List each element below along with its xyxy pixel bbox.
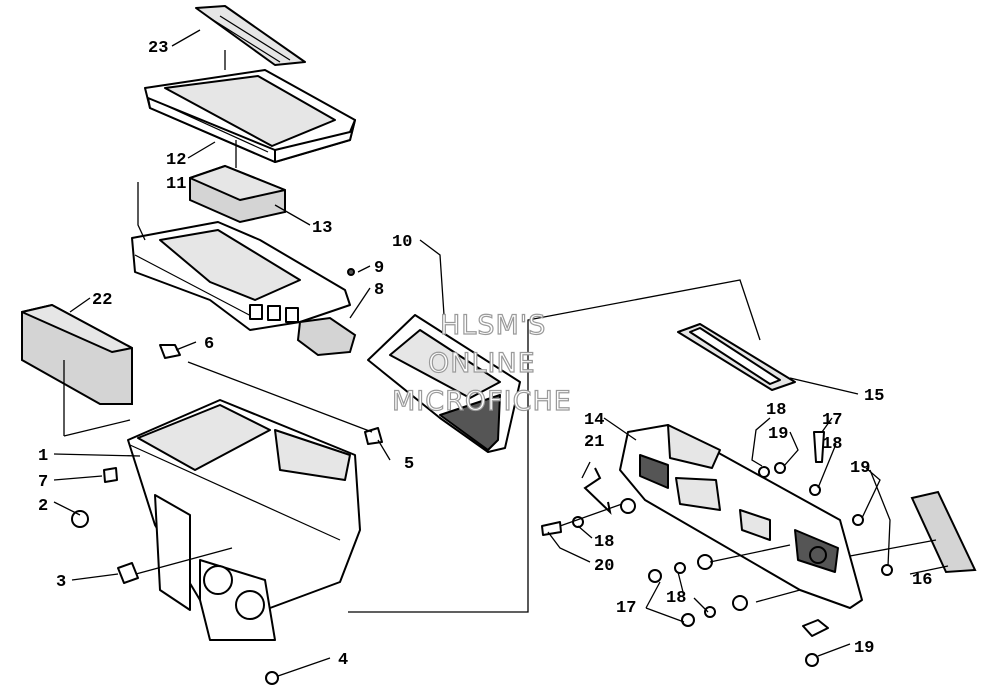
watermark-line-2: ONLINE [428, 348, 536, 379]
silencer-part-14 [619, 424, 863, 609]
watermark-line-1: HLSM'S [440, 310, 546, 341]
bolt-part-20 [541, 521, 562, 536]
screw-part-6 [159, 344, 181, 359]
clip-part-3 [117, 562, 139, 584]
bolt-part-17c [681, 613, 695, 627]
grommet-part-2 [71, 510, 89, 528]
washer-part-18e [704, 606, 716, 618]
cap-part-4 [265, 671, 279, 685]
callout-8: 8 [374, 281, 384, 300]
callout-21: 21 [584, 433, 604, 452]
callout-17-a: 17 [822, 411, 842, 430]
callout-11: 11 [166, 175, 186, 194]
washer-part-18b [809, 484, 821, 496]
callout-5: 5 [404, 455, 414, 474]
bracket-part-21 [583, 467, 612, 515]
callout-14: 14 [584, 411, 604, 430]
foam-panel-part-22 [21, 303, 133, 405]
callout-13: 13 [312, 219, 332, 238]
callout-15: 15 [864, 387, 884, 406]
assembly-lines [63, 50, 937, 613]
callout-2: 2 [38, 497, 48, 516]
washer-part-18a [758, 466, 770, 478]
nut-part-19a [774, 462, 786, 474]
callout-9: 9 [374, 259, 384, 278]
duct-part-10 [367, 314, 521, 453]
knob [802, 619, 829, 637]
callout-19-c: 19 [854, 639, 874, 658]
callout-22: 22 [92, 291, 112, 310]
callout-18-c: 18 [594, 533, 614, 552]
bolt-part-17b [648, 569, 662, 583]
callout-19-b: 19 [850, 459, 870, 478]
callout-4: 4 [338, 651, 348, 670]
watermark: HLSM'S ONLINE MICROFICHE [391, 309, 572, 417]
callout-labels: 23 12 11 13 10 9 8 22 6 1 5 7 2 3 4 14 2… [38, 39, 932, 670]
callout-12: 12 [166, 151, 186, 170]
washer-part-18d [674, 562, 686, 574]
callout-17-b: 17 [616, 599, 636, 618]
nut-part-19d [805, 653, 819, 667]
nut-part-19c [881, 564, 893, 576]
callout-23: 23 [148, 39, 168, 58]
gasket-part-15 [677, 323, 796, 391]
foam-part-16 [910, 490, 977, 574]
grommet-14a [620, 498, 636, 514]
tray-part-11 [131, 221, 351, 331]
callout-19-a: 19 [768, 425, 788, 444]
nut-part-19b [852, 514, 864, 526]
callout-leaders [53, 29, 949, 677]
hardware [71, 268, 893, 685]
callout-6: 6 [204, 335, 214, 354]
foam-strip-part-8 [296, 316, 357, 357]
callout-18-a: 18 [766, 401, 786, 420]
callout-16: 16 [912, 571, 932, 590]
grommet-14c [732, 595, 748, 611]
bolt-part-17a [813, 431, 825, 463]
callout-18-b: 18 [822, 435, 842, 454]
callout-10: 10 [392, 233, 412, 252]
clip-part-7 [103, 467, 118, 483]
insert-part-5 [364, 427, 383, 445]
filter-part-13 [189, 164, 286, 224]
callout-18-d: 18 [666, 589, 686, 608]
decal-part-23 [195, 5, 306, 66]
airbox-part-1 [127, 399, 361, 641]
pin-part-9 [347, 268, 355, 276]
callout-7: 7 [38, 473, 48, 492]
watermark-line-3: MICROFICHE [392, 386, 572, 417]
callout-1: 1 [38, 447, 48, 466]
grommet-14b [697, 554, 713, 570]
callout-20: 20 [594, 557, 614, 576]
airbox-cover-part-12 [144, 69, 356, 163]
callout-3: 3 [56, 573, 66, 592]
